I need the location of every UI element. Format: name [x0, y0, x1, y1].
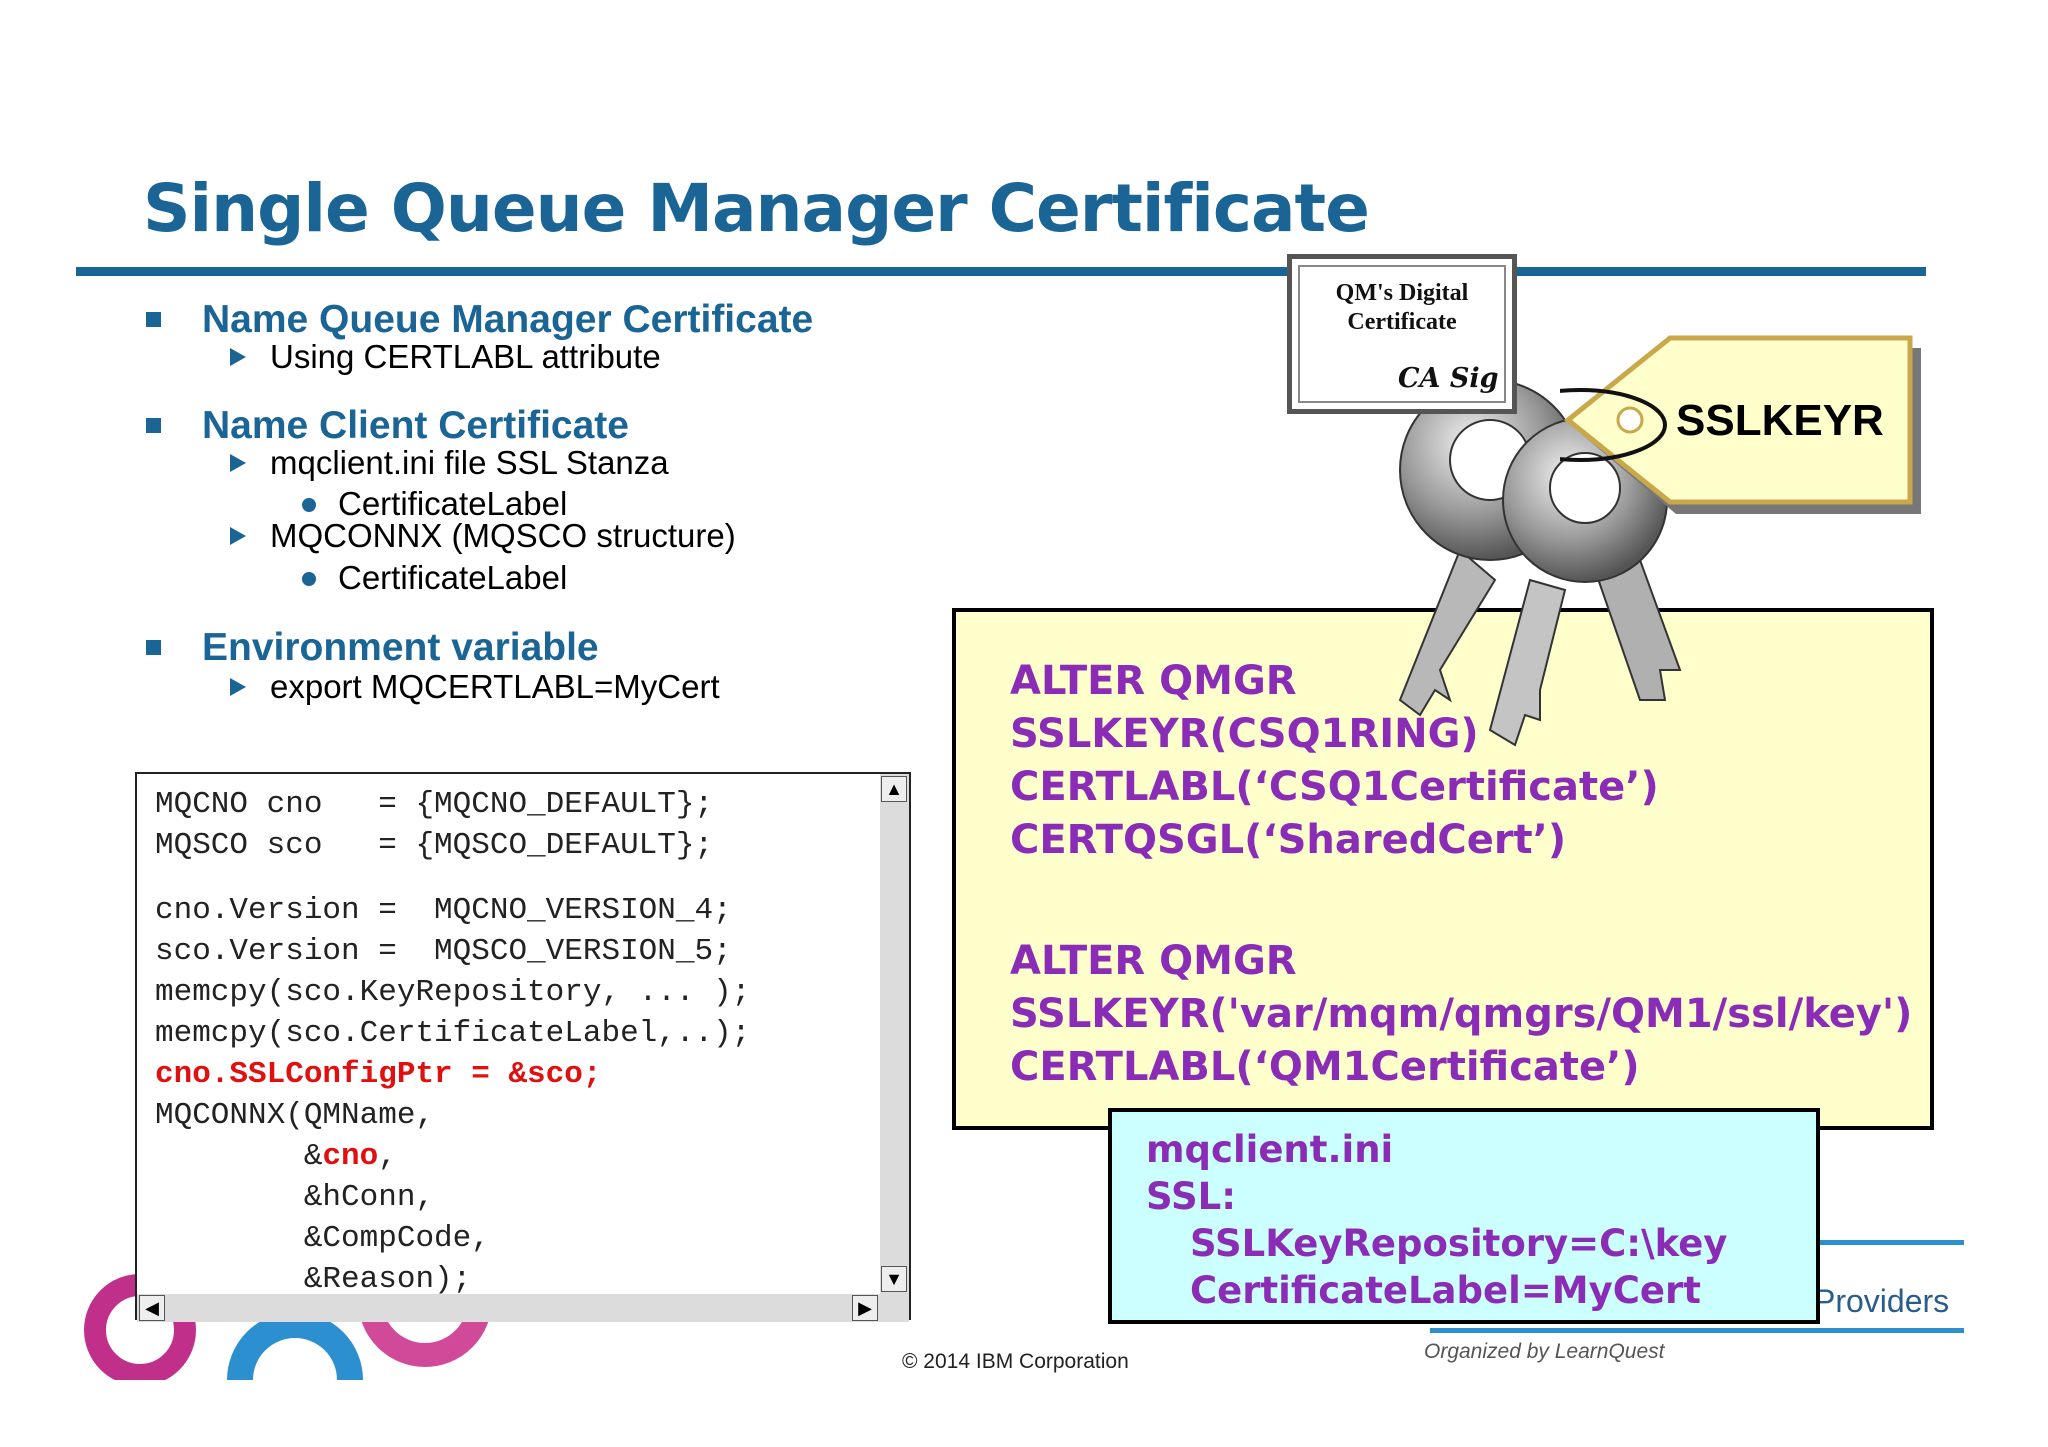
- dot-bullet-icon: [302, 498, 316, 512]
- horizontal-scrollbar[interactable]: [137, 1294, 909, 1322]
- ini-line: SSLKeyRepository=C:\key: [1190, 1222, 1728, 1265]
- command-line: CERTQSGL(‘SharedCert’): [1010, 817, 1567, 863]
- ini-line: CertificateLabel=MyCert: [1190, 1269, 1701, 1312]
- certificate-border: [1298, 265, 1506, 403]
- sub-bullet-certlabl: Using CERTLABL attribute: [270, 338, 661, 375]
- subsub-bullet-certificatelabel-2: CertificateLabel: [338, 559, 568, 596]
- dot-bullet-icon: [302, 572, 316, 586]
- mqclient-ini-box: [1108, 1108, 1820, 1324]
- learnquest-text: Organized by LearnQuest: [1424, 1340, 1665, 1363]
- square-bullet-icon: [146, 312, 161, 327]
- subsub-bullet-certificatelabel-1: CertificateLabel: [338, 485, 568, 522]
- sub-bullet-export: export MQCERTLABL=MyCert: [270, 668, 720, 705]
- mqclient-ini-content: mqclient.ini SSL: SSLKeyRepository=C:\ke…: [1146, 1126, 1727, 1314]
- code-line: sco.Version = MQSCO_VERSION_5;: [155, 934, 732, 969]
- certificate-title: QM's Digital Certificate: [1292, 279, 1512, 337]
- certificate-line: Certificate: [1347, 309, 1457, 335]
- code-line: &cno,: [155, 1136, 397, 1177]
- scroll-right-icon[interactable]: ▶: [852, 1295, 878, 1321]
- sslkeyr-tag-shape: [1560, 335, 1921, 514]
- code-line: &hConn,: [155, 1180, 435, 1215]
- bullet-queue-manager-cert: Name Queue Manager Certificate: [202, 298, 814, 341]
- code-line: MQSCO sco = {MQSCO_DEFAULT};: [155, 828, 714, 863]
- command-line: CERTLABL(‘CSQ1Certificate’): [1010, 764, 1659, 810]
- distributed-command: ALTER QMGR SSLKEYR('var/mqm/qmgrs/QM1/ss…: [1010, 935, 1912, 1094]
- digital-certificate-card: QM's Digital Certificate CA Sig: [1287, 254, 1517, 414]
- logo-line: [1812, 1240, 1964, 1245]
- sslkeyr-tag-label: SSLKEYR: [1676, 396, 1884, 445]
- vertical-scrollbar[interactable]: [880, 774, 909, 1294]
- copyright-footer: © 2014 IBM Corporation: [902, 1350, 1129, 1373]
- ini-line: mqclient.ini: [1146, 1128, 1394, 1171]
- code-line-highlighted: cno.SSLConfigPtr = &sco;: [155, 1057, 602, 1092]
- square-bullet-icon: [146, 418, 161, 433]
- triangle-bullet-icon: [230, 348, 246, 366]
- scroll-up-icon[interactable]: ▲: [881, 776, 907, 802]
- triangle-bullet-icon: [230, 454, 246, 472]
- code-token-highlighted: cno: [322, 1139, 379, 1174]
- command-line: ALTER QMGR: [1010, 658, 1297, 704]
- code-line: MQCNO cno = {MQCNO_DEFAULT};: [155, 787, 714, 822]
- command-line: ALTER QMGR: [1010, 938, 1297, 984]
- code-line: &CompCode,: [155, 1221, 490, 1256]
- zos-command: ALTER QMGR SSLKEYR(CSQ1RING) CERTLABL(‘C…: [1010, 655, 1659, 867]
- command-line: SSLKEYR(CSQ1RING): [1010, 711, 1479, 757]
- code-listing-panel[interactable]: MQCNO cno = {MQCNO_DEFAULT}; MQSCO sco =…: [135, 772, 911, 1320]
- sub-bullet-mqconnx: MQCONNX (MQSCO structure): [270, 517, 736, 554]
- code-line: memcpy(sco.CertificateLabel,..);: [155, 1016, 751, 1051]
- bullet-env-variable: Environment variable: [202, 626, 599, 669]
- providers-logo-text: Providers: [1814, 1283, 1950, 1319]
- square-bullet-icon: [146, 640, 161, 655]
- code-token: ,: [378, 1139, 397, 1174]
- code-token: &: [155, 1139, 323, 1174]
- bullet-client-cert: Name Client Certificate: [202, 404, 629, 447]
- triangle-bullet-icon: [230, 678, 246, 696]
- command-line: CERTLABL(‘QM1Certificate’): [1010, 1044, 1640, 1090]
- code-line: &Reason);: [155, 1262, 472, 1297]
- code-line: MQCONNX(QMName,: [155, 1098, 435, 1133]
- certificate-line: QM's Digital: [1335, 280, 1469, 306]
- logo-line: [1430, 1328, 1964, 1333]
- ca-signature: CA Sig: [1398, 363, 1499, 394]
- code-line: memcpy(sco.KeyRepository, ... );: [155, 975, 751, 1010]
- title-rule: [76, 267, 1926, 276]
- code-line: cno.Version = MQCNO_VERSION_4;: [155, 893, 732, 928]
- triangle-bullet-icon: [230, 527, 246, 545]
- sub-bullet-mqclient-ini: mqclient.ini file SSL Stanza: [270, 444, 669, 481]
- scroll-down-icon[interactable]: ▼: [881, 1266, 907, 1292]
- scroll-left-icon[interactable]: ◀: [139, 1295, 165, 1321]
- slide-title: Single Queue Manager Certificate: [143, 170, 1370, 247]
- command-line: SSLKEYR('var/mqm/qmgrs/QM1/ssl/key'): [1010, 991, 1913, 1037]
- keys-icon: [1398, 379, 1682, 747]
- ini-line: SSL:: [1146, 1175, 1237, 1218]
